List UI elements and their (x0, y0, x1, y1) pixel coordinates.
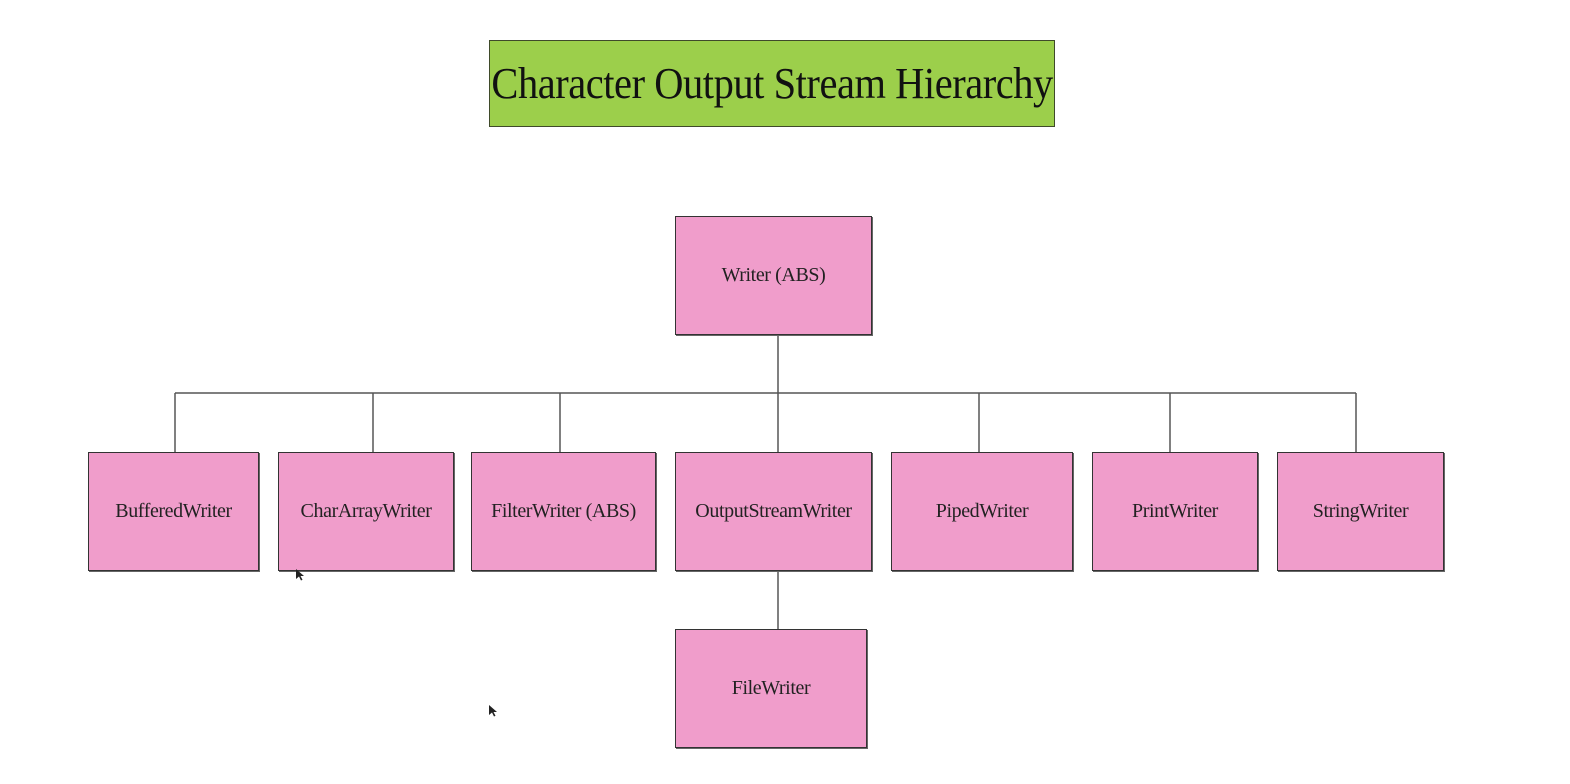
diagram-title: Character Output Stream Hierarchy (491, 59, 1053, 108)
node-buffered-writer-label: BufferedWriter (115, 500, 232, 522)
mouse-pointer-icon-2 (489, 705, 497, 717)
node-piped-writer-label: PipedWriter (935, 500, 1029, 522)
node-output-stream-writer: OutputStreamWriter (675, 452, 872, 571)
node-char-array-writer-label: CharArrayWriter (300, 500, 432, 522)
node-writer-label: Writer (ABS) (721, 264, 826, 286)
node-print-writer: PrintWriter (1092, 452, 1258, 571)
node-file-writer: FileWriter (675, 629, 867, 748)
node-string-writer: StringWriter (1277, 452, 1444, 571)
node-filter-writer: FilterWriter (ABS) (471, 452, 656, 571)
node-char-array-writer: CharArrayWriter (278, 452, 454, 571)
mouse-pointer-icon (296, 569, 304, 581)
node-buffered-writer: BufferedWriter (88, 452, 259, 571)
node-string-writer-label: StringWriter (1312, 500, 1409, 522)
node-file-writer-label: FileWriter (731, 677, 811, 699)
node-writer: Writer (ABS) (675, 216, 872, 335)
node-filter-writer-label: FilterWriter (ABS) (491, 500, 636, 522)
node-print-writer-label: PrintWriter (1132, 500, 1218, 522)
node-output-stream-writer-label: OutputStreamWriter (695, 500, 852, 522)
node-piped-writer: PipedWriter (891, 452, 1073, 571)
diagram-title-box: Character Output Stream Hierarchy (489, 40, 1055, 127)
